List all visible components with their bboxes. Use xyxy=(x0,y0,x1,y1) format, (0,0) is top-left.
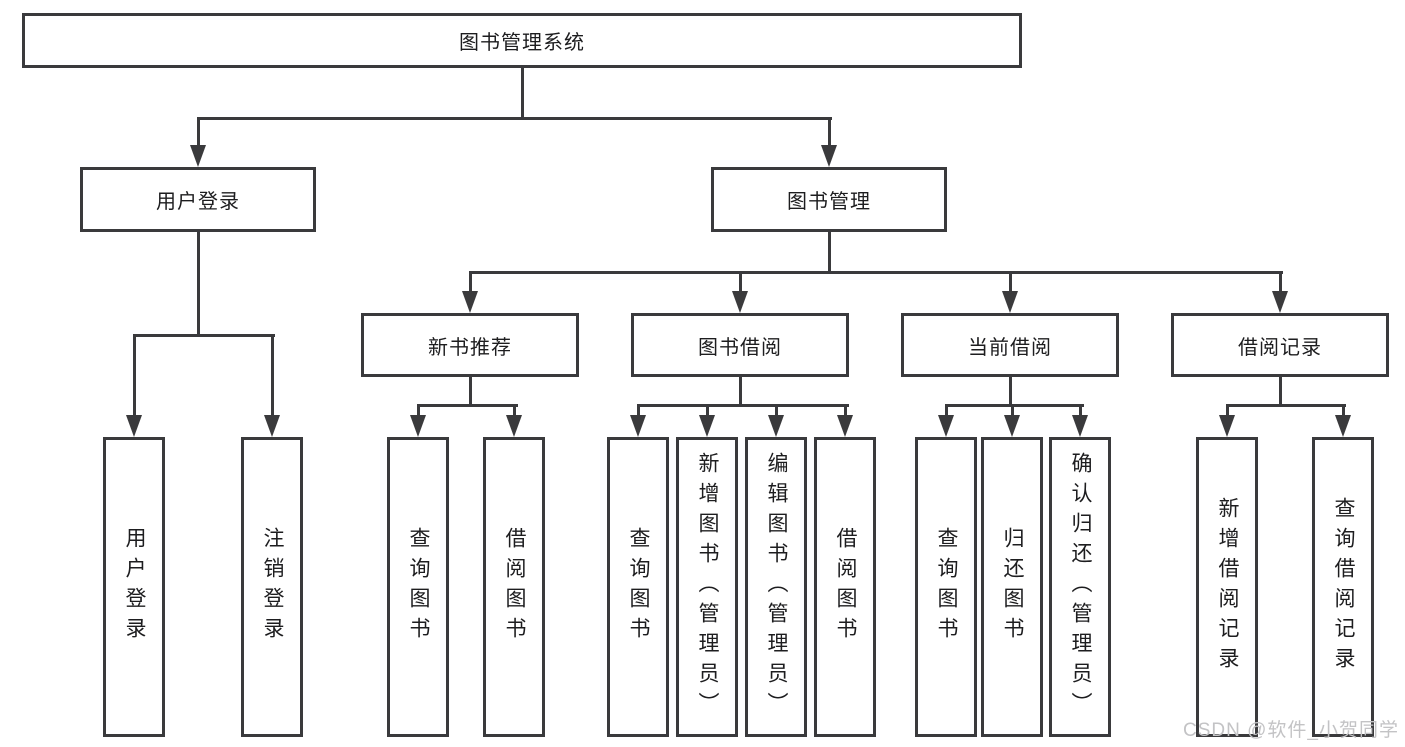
arrow-down-icon xyxy=(699,415,715,437)
connector-drop xyxy=(1278,271,1282,293)
connector-root-rail xyxy=(196,116,832,120)
arrow-down-icon xyxy=(837,415,853,437)
connector-stem xyxy=(196,232,200,336)
connector-drop xyxy=(705,404,709,418)
connector-drop xyxy=(774,404,778,418)
leaf-add-books-admin: 新增图书（管理员） xyxy=(676,437,738,737)
arrow-down-icon xyxy=(462,291,478,313)
leaf-edit-books-admin: 编辑图书（管理员） xyxy=(745,437,807,737)
leaf-query-books-recommend: 查询图书 xyxy=(387,437,449,737)
connector-drop xyxy=(738,271,742,293)
connector-drop xyxy=(512,404,516,418)
leaf-query-borrow-record: 查询借阅记录 xyxy=(1312,437,1374,737)
arrow-down-icon xyxy=(410,415,426,437)
connector-drop xyxy=(270,334,274,418)
node-book-borrowing: 图书借阅 xyxy=(631,313,849,377)
leaf-user-login: 用户登录 xyxy=(103,437,165,737)
arrow-down-icon xyxy=(264,415,280,437)
node-current-borrowing: 当前借阅 xyxy=(901,313,1119,377)
connector-rail xyxy=(1225,403,1346,407)
arrow-down-icon xyxy=(1219,415,1235,437)
arrow-down-icon xyxy=(1002,291,1018,313)
arrow-down-icon xyxy=(768,415,784,437)
connector-drop xyxy=(843,404,847,418)
connector-rail xyxy=(944,403,1084,407)
connector-root-stem xyxy=(520,68,524,118)
connector-drop xyxy=(1341,404,1345,418)
leaf-return-books: 归还图书 xyxy=(981,437,1043,737)
connector-drop xyxy=(196,117,200,149)
connector-stem xyxy=(1278,377,1282,407)
node-root: 图书管理系统 xyxy=(22,13,1022,68)
connector-drop xyxy=(944,404,948,418)
arrow-down-icon xyxy=(630,415,646,437)
connector-drop xyxy=(132,334,136,418)
node-borrowing-records: 借阅记录 xyxy=(1171,313,1389,377)
arrow-down-icon xyxy=(1004,415,1020,437)
connector-drop xyxy=(468,271,472,293)
arrow-down-icon xyxy=(821,145,837,167)
leaf-query-books-current: 查询图书 xyxy=(915,437,977,737)
connector-rail xyxy=(416,403,518,407)
leaf-add-borrow-record: 新增借阅记录 xyxy=(1196,437,1258,737)
connector-stem xyxy=(827,232,831,274)
connector-stem xyxy=(738,377,742,407)
connector-drop xyxy=(827,117,831,149)
connector-drop xyxy=(1225,404,1229,418)
connector-drop xyxy=(1010,404,1014,418)
connector-rail xyxy=(132,333,275,337)
connector-stem xyxy=(1008,377,1012,407)
leaf-confirm-return-admin: 确认归还（管理员） xyxy=(1049,437,1111,737)
arrow-down-icon xyxy=(938,415,954,437)
connector-rail xyxy=(468,270,1283,274)
arrow-down-icon xyxy=(126,415,142,437)
arrow-down-icon xyxy=(732,291,748,313)
watermark: CSDN @软件_小贺同学 xyxy=(1183,720,1399,741)
leaf-borrow-books: 借阅图书 xyxy=(814,437,876,737)
leaf-logout: 注销登录 xyxy=(241,437,303,737)
connector-drop xyxy=(636,404,640,418)
node-user-login: 用户登录 xyxy=(80,167,316,232)
connector-drop xyxy=(1008,271,1012,293)
arrow-down-icon xyxy=(506,415,522,437)
connector-drop xyxy=(416,404,420,418)
leaf-borrow-books-recommend: 借阅图书 xyxy=(483,437,545,737)
arrow-down-icon xyxy=(1072,415,1088,437)
connector-stem xyxy=(468,377,472,407)
leaf-query-books: 查询图书 xyxy=(607,437,669,737)
node-new-book-recommend: 新书推荐 xyxy=(361,313,579,377)
connector-drop xyxy=(1078,404,1082,418)
arrow-down-icon xyxy=(190,145,206,167)
arrow-down-icon xyxy=(1272,291,1288,313)
connector-rail xyxy=(636,403,849,407)
node-book-management: 图书管理 xyxy=(711,167,947,232)
arrow-down-icon xyxy=(1335,415,1351,437)
